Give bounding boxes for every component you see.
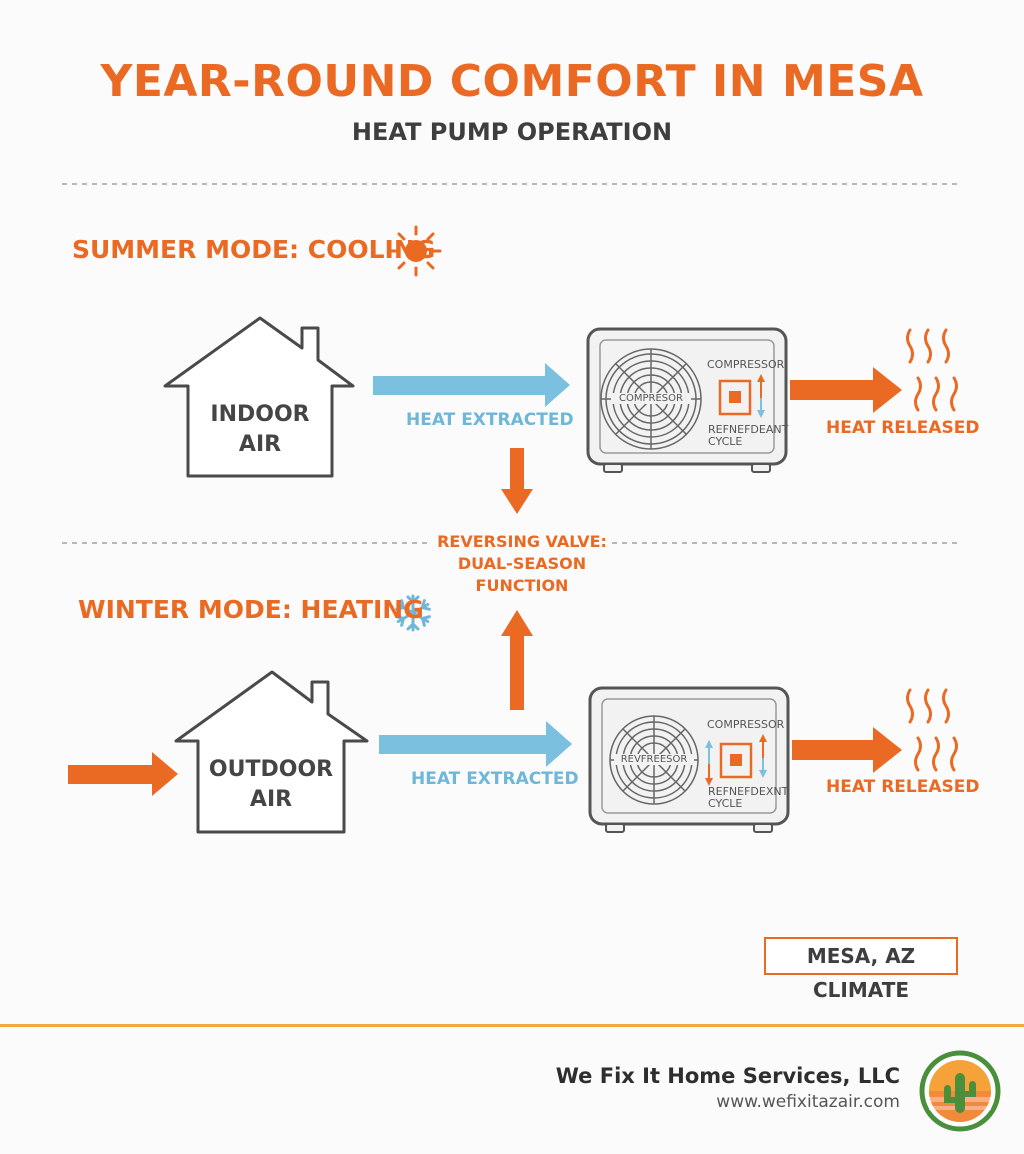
company-website-link[interactable]: www.wefixitazair.com bbox=[716, 1092, 900, 1112]
winter-heat-extracted-arrow bbox=[379, 721, 572, 767]
winter-cycle-label: REFNEFDEXNT CYCLE bbox=[708, 786, 788, 810]
summer-heat-waves-icon bbox=[906, 328, 958, 412]
outdoor-house-outline bbox=[174, 670, 369, 834]
summer-compressor-label: COMPRESSOR bbox=[707, 358, 785, 371]
winter-refrigerant-arrows-left bbox=[705, 740, 713, 786]
company-name: We Fix It Home Services, LLC bbox=[555, 1064, 900, 1088]
winter-refrigerant-arrows-right bbox=[759, 734, 767, 778]
winter-heat-released-arrow bbox=[792, 727, 902, 773]
page-title: YEAR-ROUND COMFORT IN MESA bbox=[100, 56, 924, 107]
summer-cycle-line2: CYCLE bbox=[708, 435, 743, 448]
valve-up-arrow bbox=[501, 610, 533, 710]
winter-fan-label: REVFREESOR bbox=[614, 754, 694, 765]
summer-cycle-label: REFNEFDEANT CYCLE bbox=[708, 424, 788, 448]
summer-heat-released-label: HEAT RELEASED bbox=[826, 418, 980, 438]
outdoor-house-label: OUTDOOR AIR bbox=[198, 755, 344, 815]
summer-heat-released-arrow bbox=[790, 367, 902, 413]
summer-heat-extracted-label: HEAT EXTRACTED bbox=[406, 410, 574, 430]
indoor-house-outline bbox=[163, 316, 355, 478]
reversing-valve-line1: REVERSING VALVE: bbox=[437, 532, 607, 551]
winter-cycle-line1: REFNEFDEXNT bbox=[708, 785, 789, 798]
climate-badge: MESA, AZ CLIMATE bbox=[764, 937, 958, 1002]
valve-down-arrow bbox=[501, 448, 533, 514]
winter-heat-released-label: HEAT RELEASED bbox=[826, 777, 980, 797]
summer-heat-extracted-arrow bbox=[373, 363, 570, 407]
winter-heat-waves-icon bbox=[906, 688, 958, 772]
reversing-valve-label: REVERSING VALVE: DUAL-SEASON FUNCTION bbox=[432, 531, 612, 597]
outdoor-house-label-line1: OUTDOOR bbox=[208, 757, 334, 782]
indoor-house-label-line2: AIR bbox=[238, 432, 282, 457]
indoor-house-label: INDOOR AIR bbox=[188, 400, 332, 460]
page-subtitle: HEAT PUMP OPERATION bbox=[351, 118, 673, 146]
winter-heat-extracted-label: HEAT EXTRACTED bbox=[411, 769, 579, 789]
summer-fan-label: COMPRESOR bbox=[611, 393, 691, 404]
indoor-house-label-line1: INDOOR bbox=[210, 402, 310, 427]
snowflake-icon bbox=[395, 594, 431, 632]
summer-cycle-line1: REFNEFDEANT bbox=[708, 423, 789, 436]
winter-mode-title: WINTER MODE: HEATING bbox=[78, 595, 424, 624]
summer-mode-title: SUMMER MODE: COOLING bbox=[72, 235, 436, 264]
reversing-valve-line2: DUAL-SEASON bbox=[457, 554, 587, 573]
company-logo bbox=[919, 1050, 1001, 1132]
summer-refrigerant-arrows bbox=[757, 374, 765, 418]
reversing-valve-line3: FUNCTION bbox=[475, 576, 569, 595]
winter-cycle-line2: CYCLE bbox=[708, 797, 743, 810]
winter-compressor-label: COMPRESSOR bbox=[707, 718, 785, 731]
outdoor-house-label-line2: AIR bbox=[249, 787, 293, 812]
footer-divider bbox=[0, 1024, 1024, 1027]
winter-incoming-arrow bbox=[68, 752, 178, 796]
sun-icon bbox=[390, 225, 442, 277]
winter-outdoor-unit bbox=[588, 686, 790, 833]
